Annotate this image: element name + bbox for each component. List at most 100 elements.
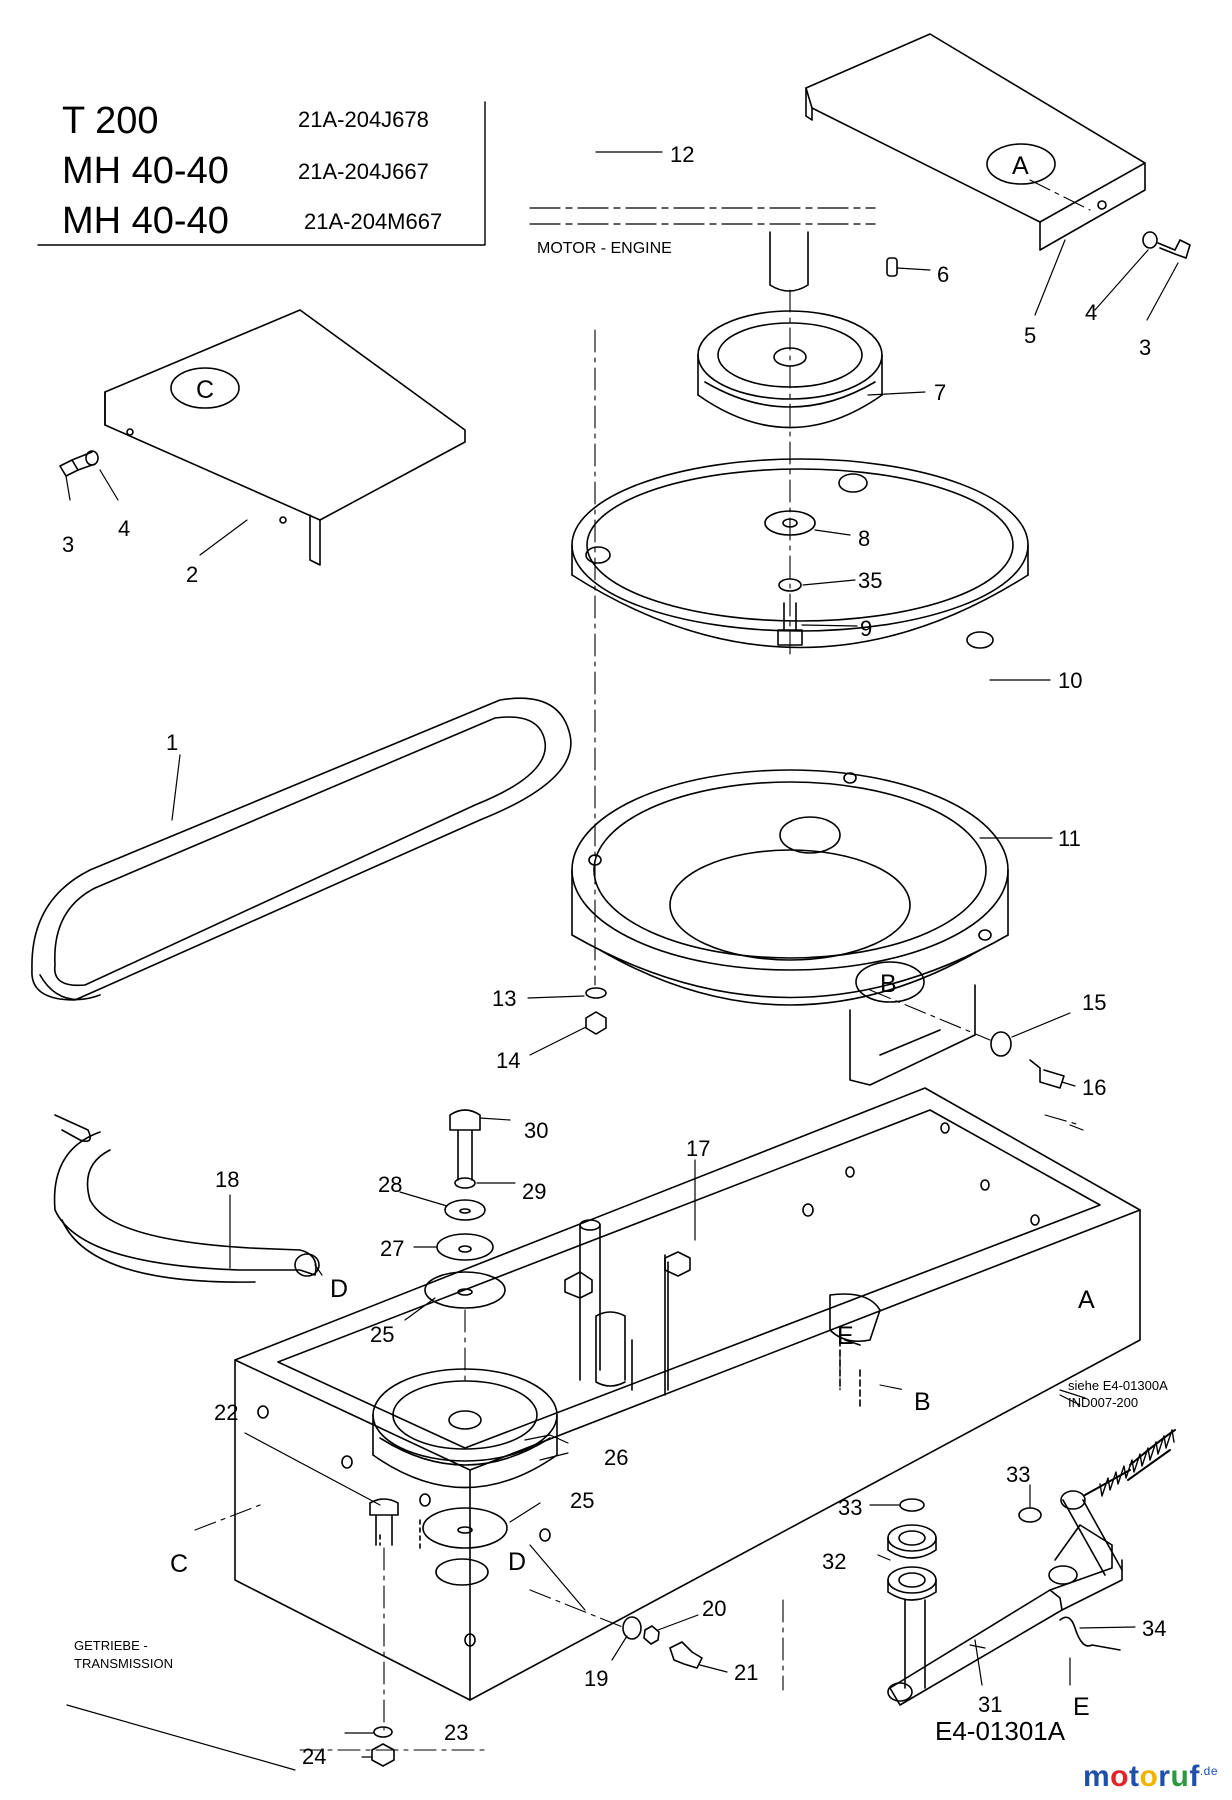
- letter-d-crank: D: [330, 1275, 348, 1303]
- washer-35: [778, 578, 802, 592]
- callout-21: 21: [734, 1660, 758, 1685]
- spring: [1099, 1429, 1175, 1497]
- washer-28: [444, 1199, 486, 1221]
- letter-e-lever: E: [1073, 1693, 1090, 1721]
- washer-4-left: [85, 450, 99, 466]
- bolt-16: [1029, 1059, 1065, 1089]
- callout-35: 35: [858, 568, 882, 593]
- callout-25-bottom: 25: [570, 1488, 594, 1513]
- callout-13: 13: [492, 986, 516, 1011]
- callout-27: 27: [380, 1236, 404, 1261]
- callout-15: 15: [1082, 990, 1106, 1015]
- callout-20: 20: [702, 1596, 726, 1621]
- washer-25-bottom: [422, 1507, 508, 1549]
- cover-a: [805, 33, 1146, 251]
- callout-34: 34: [1142, 1616, 1166, 1641]
- bolt-9: [777, 602, 803, 646]
- callout-9: 9: [860, 616, 872, 641]
- washer-25-top: [424, 1271, 506, 1309]
- logo-letter: t: [1128, 1760, 1140, 1793]
- v-belt-1: [31, 697, 572, 1001]
- bolt-22: [369, 1498, 399, 1546]
- gearbox-17: [234, 1087, 1141, 1701]
- bolt-3-right: [1157, 239, 1191, 259]
- washer-28-hole: [459, 1208, 471, 1214]
- logo-letter: o: [1110, 1760, 1129, 1793]
- clip-34: [1059, 1616, 1121, 1651]
- bolt-30: [449, 1109, 481, 1181]
- callout-4-right: 4: [1085, 300, 1097, 325]
- letter-d-gearbox: D: [508, 1548, 526, 1576]
- motor-shaft: [769, 231, 809, 292]
- model-name-1: T 200: [62, 100, 159, 142]
- letter-c-cover: C: [196, 376, 214, 404]
- washer-13: [585, 987, 607, 999]
- washer-29: [454, 1177, 476, 1189]
- washer-23: [373, 1726, 393, 1738]
- washer-4-right: [1142, 231, 1158, 249]
- letter-b-gearbox: B: [914, 1388, 931, 1416]
- crank-18: [53, 1114, 320, 1283]
- bearings-32: [887, 1524, 937, 1601]
- document-id: E4-01301A: [935, 1716, 1066, 1746]
- header-frame: [37, 101, 486, 246]
- ind-reference: IND007-200: [1068, 1395, 1138, 1410]
- callout-18: 18: [215, 1167, 239, 1192]
- logo-letter: u: [1170, 1760, 1190, 1793]
- center-lines: [194, 179, 1091, 1751]
- callout-2: 2: [186, 562, 198, 587]
- letter-c-gearbox: C: [170, 1550, 188, 1578]
- model-code-1: 21A-204J678: [298, 107, 429, 132]
- nut-24: [371, 1743, 395, 1767]
- callout-16: 16: [1082, 1075, 1106, 1100]
- housing-ring-10: [571, 458, 1029, 649]
- model-code-2: 21A-204J667: [298, 159, 429, 184]
- nut-20: [643, 1625, 660, 1645]
- transmission-label: TRANSMISSION: [74, 1656, 173, 1671]
- motoruf-logo: motoruf.de: [1083, 1760, 1218, 1794]
- letter-e-gearbox: E: [837, 1322, 854, 1350]
- callout-32: 32: [822, 1549, 846, 1574]
- lower-housing-11: [571, 769, 1009, 1086]
- washer-19: [622, 1616, 642, 1640]
- lever-31: [887, 1490, 1123, 1706]
- getriebe-label: GETRIEBE -: [74, 1638, 148, 1653]
- callout-22: 22: [214, 1400, 238, 1425]
- spring-pin: [1084, 1429, 1176, 1496]
- logo-letter: m: [1082, 1760, 1111, 1793]
- callout-29: 29: [522, 1179, 546, 1204]
- logo-letter: r: [1158, 1760, 1171, 1793]
- letter-a-cover: A: [1012, 152, 1029, 180]
- motor-divider: [529, 207, 876, 225]
- callout-31: 31: [978, 1692, 1002, 1717]
- siehe-reference: siehe E4-01300A: [1068, 1378, 1168, 1393]
- callout-30: 30: [524, 1118, 548, 1143]
- callout-10: 10: [1058, 668, 1082, 693]
- washer-27: [436, 1233, 494, 1261]
- pulley-26: [372, 1368, 558, 1489]
- callout-25-top: 25: [370, 1322, 394, 1347]
- callout-11: 11: [1058, 826, 1081, 851]
- washer-25-top-hole: [457, 1288, 473, 1296]
- nut-14: [585, 1011, 607, 1035]
- circlip-33-right: [1018, 1507, 1042, 1523]
- bolt-21: [669, 1641, 703, 1669]
- washer-25-bottom-hole: [457, 1526, 473, 1534]
- callout-3-right: 3: [1139, 335, 1151, 360]
- callout-33-right: 33: [1006, 1462, 1030, 1487]
- circlip-33-left: [899, 1498, 925, 1512]
- callout-3-left: 3: [62, 532, 74, 557]
- washer-27-hole: [458, 1245, 472, 1253]
- callout-12: 12: [670, 142, 694, 167]
- key-6: [886, 257, 898, 277]
- callout-7: 7: [934, 380, 946, 405]
- cover-c: [104, 309, 466, 566]
- motor-engine-label: MOTOR - ENGINE: [537, 240, 672, 257]
- callout-5: 5: [1024, 323, 1036, 348]
- callout-19: 19: [584, 1666, 608, 1691]
- logo-letter: f: [1189, 1760, 1200, 1793]
- letter-a-gearbox: A: [1078, 1286, 1095, 1314]
- leader-lines: [65, 151, 1179, 1771]
- callout-4-left: 4: [118, 516, 130, 541]
